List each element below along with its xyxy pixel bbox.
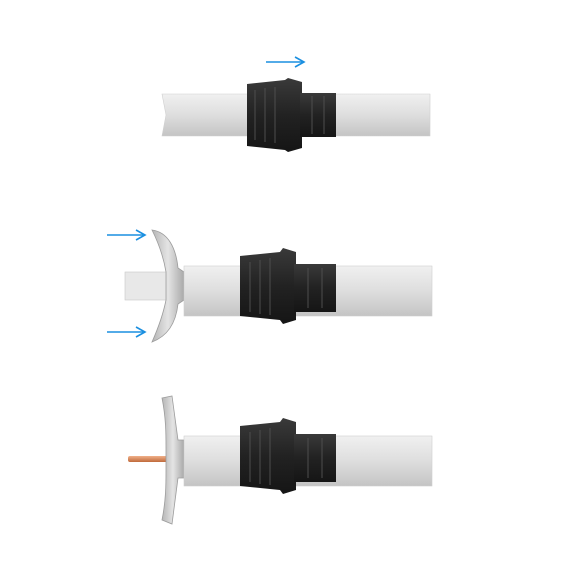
compression-nut	[247, 78, 336, 152]
step-2	[107, 229, 433, 343]
folded-braid	[161, 395, 185, 525]
step-1	[161, 56, 431, 152]
compression-nut	[240, 248, 336, 324]
folded-braid	[151, 229, 185, 343]
compression-nut	[240, 418, 336, 494]
step-3	[128, 395, 433, 525]
center-conductor	[128, 456, 168, 462]
